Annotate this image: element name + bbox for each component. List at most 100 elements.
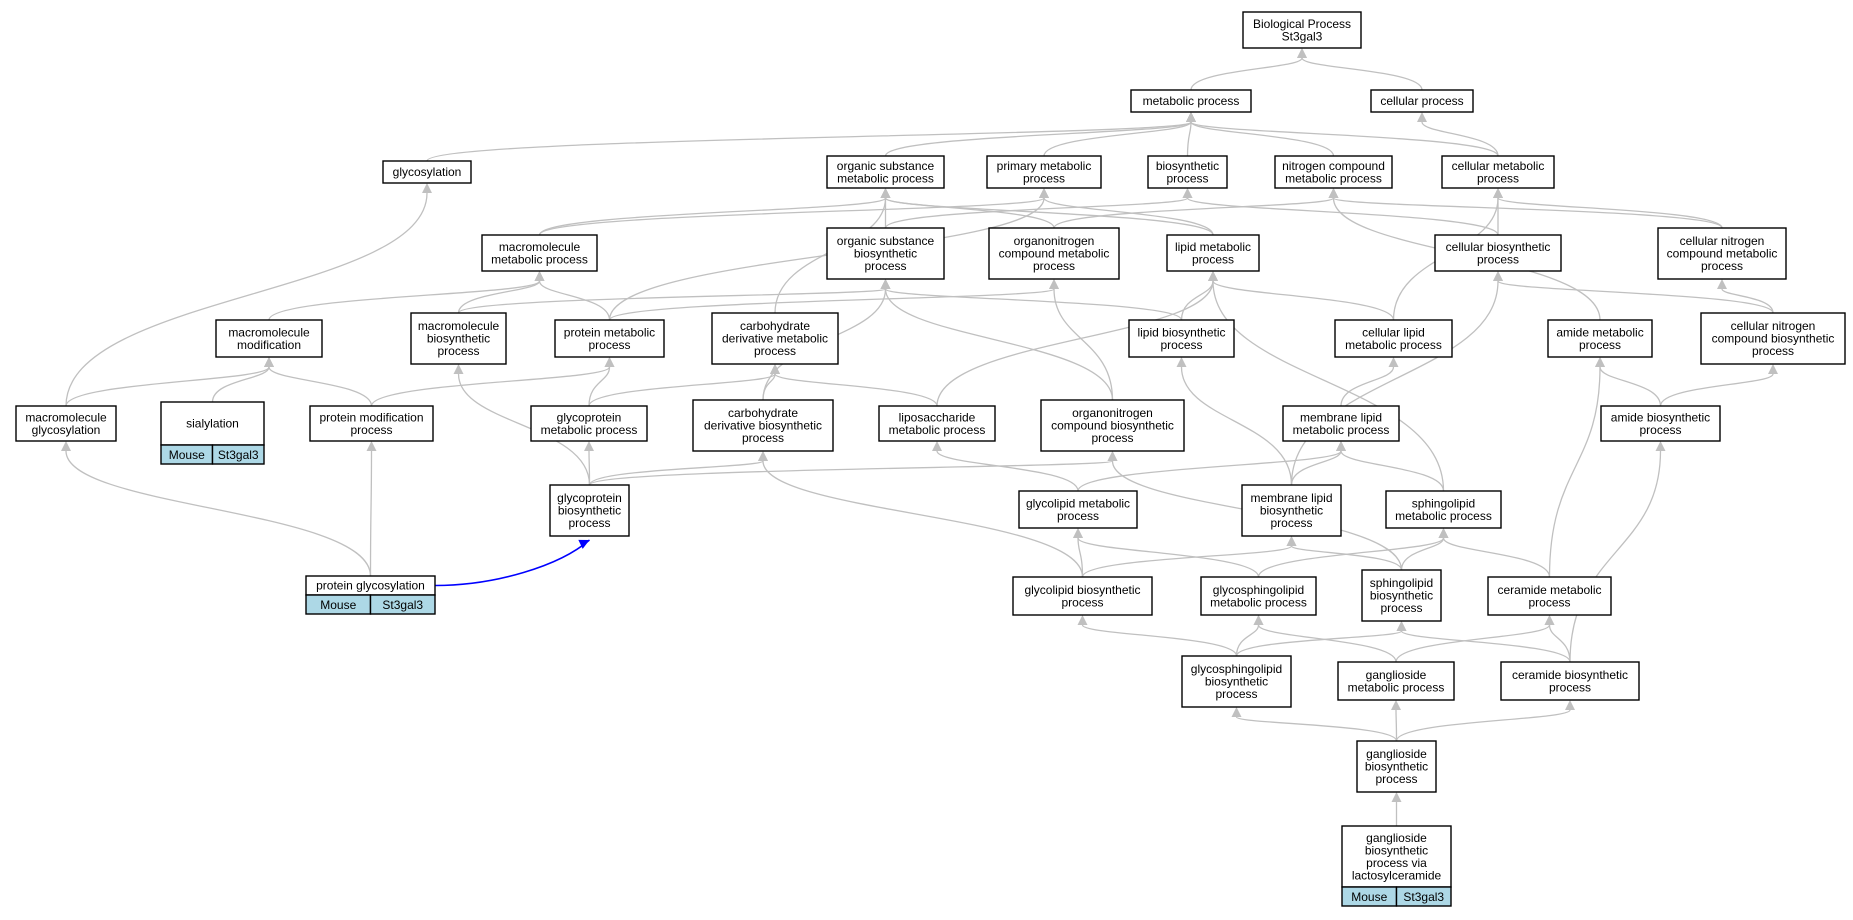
node-label-line: process xyxy=(437,344,479,358)
node-label-line: metabolic process xyxy=(1143,94,1240,108)
node-label-line: cellular metabolic xyxy=(1452,159,1545,173)
edge-arrowhead xyxy=(1493,271,1503,281)
edge-ganglioside_bio-to-ganglioside_met xyxy=(1395,709,1398,742)
node-box xyxy=(1181,655,1292,708)
node-label-line: cellular lipid xyxy=(1362,325,1425,339)
go-term-node-cellular[interactable]: cellular process xyxy=(1370,89,1474,113)
edge-arrowhead xyxy=(1077,615,1088,625)
edge-arrowhead xyxy=(1328,188,1339,198)
go-term-node-glycosylation[interactable]: glycosylation xyxy=(382,160,472,184)
node-label-line: process xyxy=(1215,687,1257,701)
edge-protein_mod-to-protein_met xyxy=(370,366,611,407)
node-box xyxy=(1547,319,1653,358)
edge-amide_bio-to-cell_nitrogen_bio xyxy=(1659,373,1774,407)
node-label-line: nitrogen compound xyxy=(1282,159,1385,173)
edge-organonitrogen_bio-to-organic_bio xyxy=(884,288,1114,401)
node-box xyxy=(530,405,648,442)
edge-arrowhead xyxy=(1182,188,1193,198)
edge-arrowhead xyxy=(1297,48,1307,58)
edge-ganglioside_met-to-ceramide_met xyxy=(1395,624,1551,663)
edge-glycolipid_bio-to-glycolipid_met xyxy=(1077,537,1084,578)
node-label-line: metabolic process xyxy=(1285,171,1382,185)
node-label-line: lactosylceramide xyxy=(1352,868,1442,882)
edge-protein_met-to-organonitrogen_met xyxy=(608,288,1055,321)
node-label-line: sphingolipid xyxy=(1370,576,1433,590)
edge-protein_glyc-to-glycoprot_bio xyxy=(434,539,590,587)
node-label-line: process xyxy=(1270,516,1312,530)
node-label-line: ceramide biosynthetic xyxy=(1512,668,1628,682)
node-label-line: ganglioside xyxy=(1366,747,1427,761)
node-label-line: ceramide metabolic xyxy=(1497,583,1601,597)
node-box xyxy=(15,405,117,442)
edge-lipid_met-to-primary_met xyxy=(1043,197,1214,236)
node-box xyxy=(711,312,839,365)
node-box xyxy=(986,155,1102,189)
node-box xyxy=(1334,319,1453,358)
edge-metabolic-to-bp xyxy=(1190,57,1303,91)
edge-lipid_bio-to-lipid_met xyxy=(1180,280,1214,321)
node-label-line: biosynthetic xyxy=(1365,760,1428,774)
edge-organonitrogen_met-to-nitrogen_met xyxy=(1053,197,1335,229)
edge-glycoprot_bio-to-organonitrogen_bio xyxy=(588,460,1114,486)
node-label-line: metabolic process xyxy=(1395,509,1492,523)
edge-macromol_bio-to-organic_bio xyxy=(457,288,887,314)
edge-arrowhead xyxy=(534,271,545,281)
edge-arrowhead xyxy=(1208,271,1218,281)
edge-arrowhead xyxy=(578,539,590,549)
node-label-line: metabolic process xyxy=(541,423,638,437)
node-box xyxy=(1487,576,1612,616)
edge-cellular_met-to-cellular xyxy=(1421,121,1499,157)
node-box xyxy=(215,319,323,358)
edge-arrowhead xyxy=(422,183,432,193)
node-label-line: ganglioside xyxy=(1366,831,1427,845)
node-box xyxy=(481,234,598,272)
go-term-node-metabolic[interactable]: metabolic process xyxy=(1130,89,1252,113)
edge-arrowhead xyxy=(1336,441,1346,451)
edge-biosynthetic-to-metabolic xyxy=(1186,121,1192,157)
